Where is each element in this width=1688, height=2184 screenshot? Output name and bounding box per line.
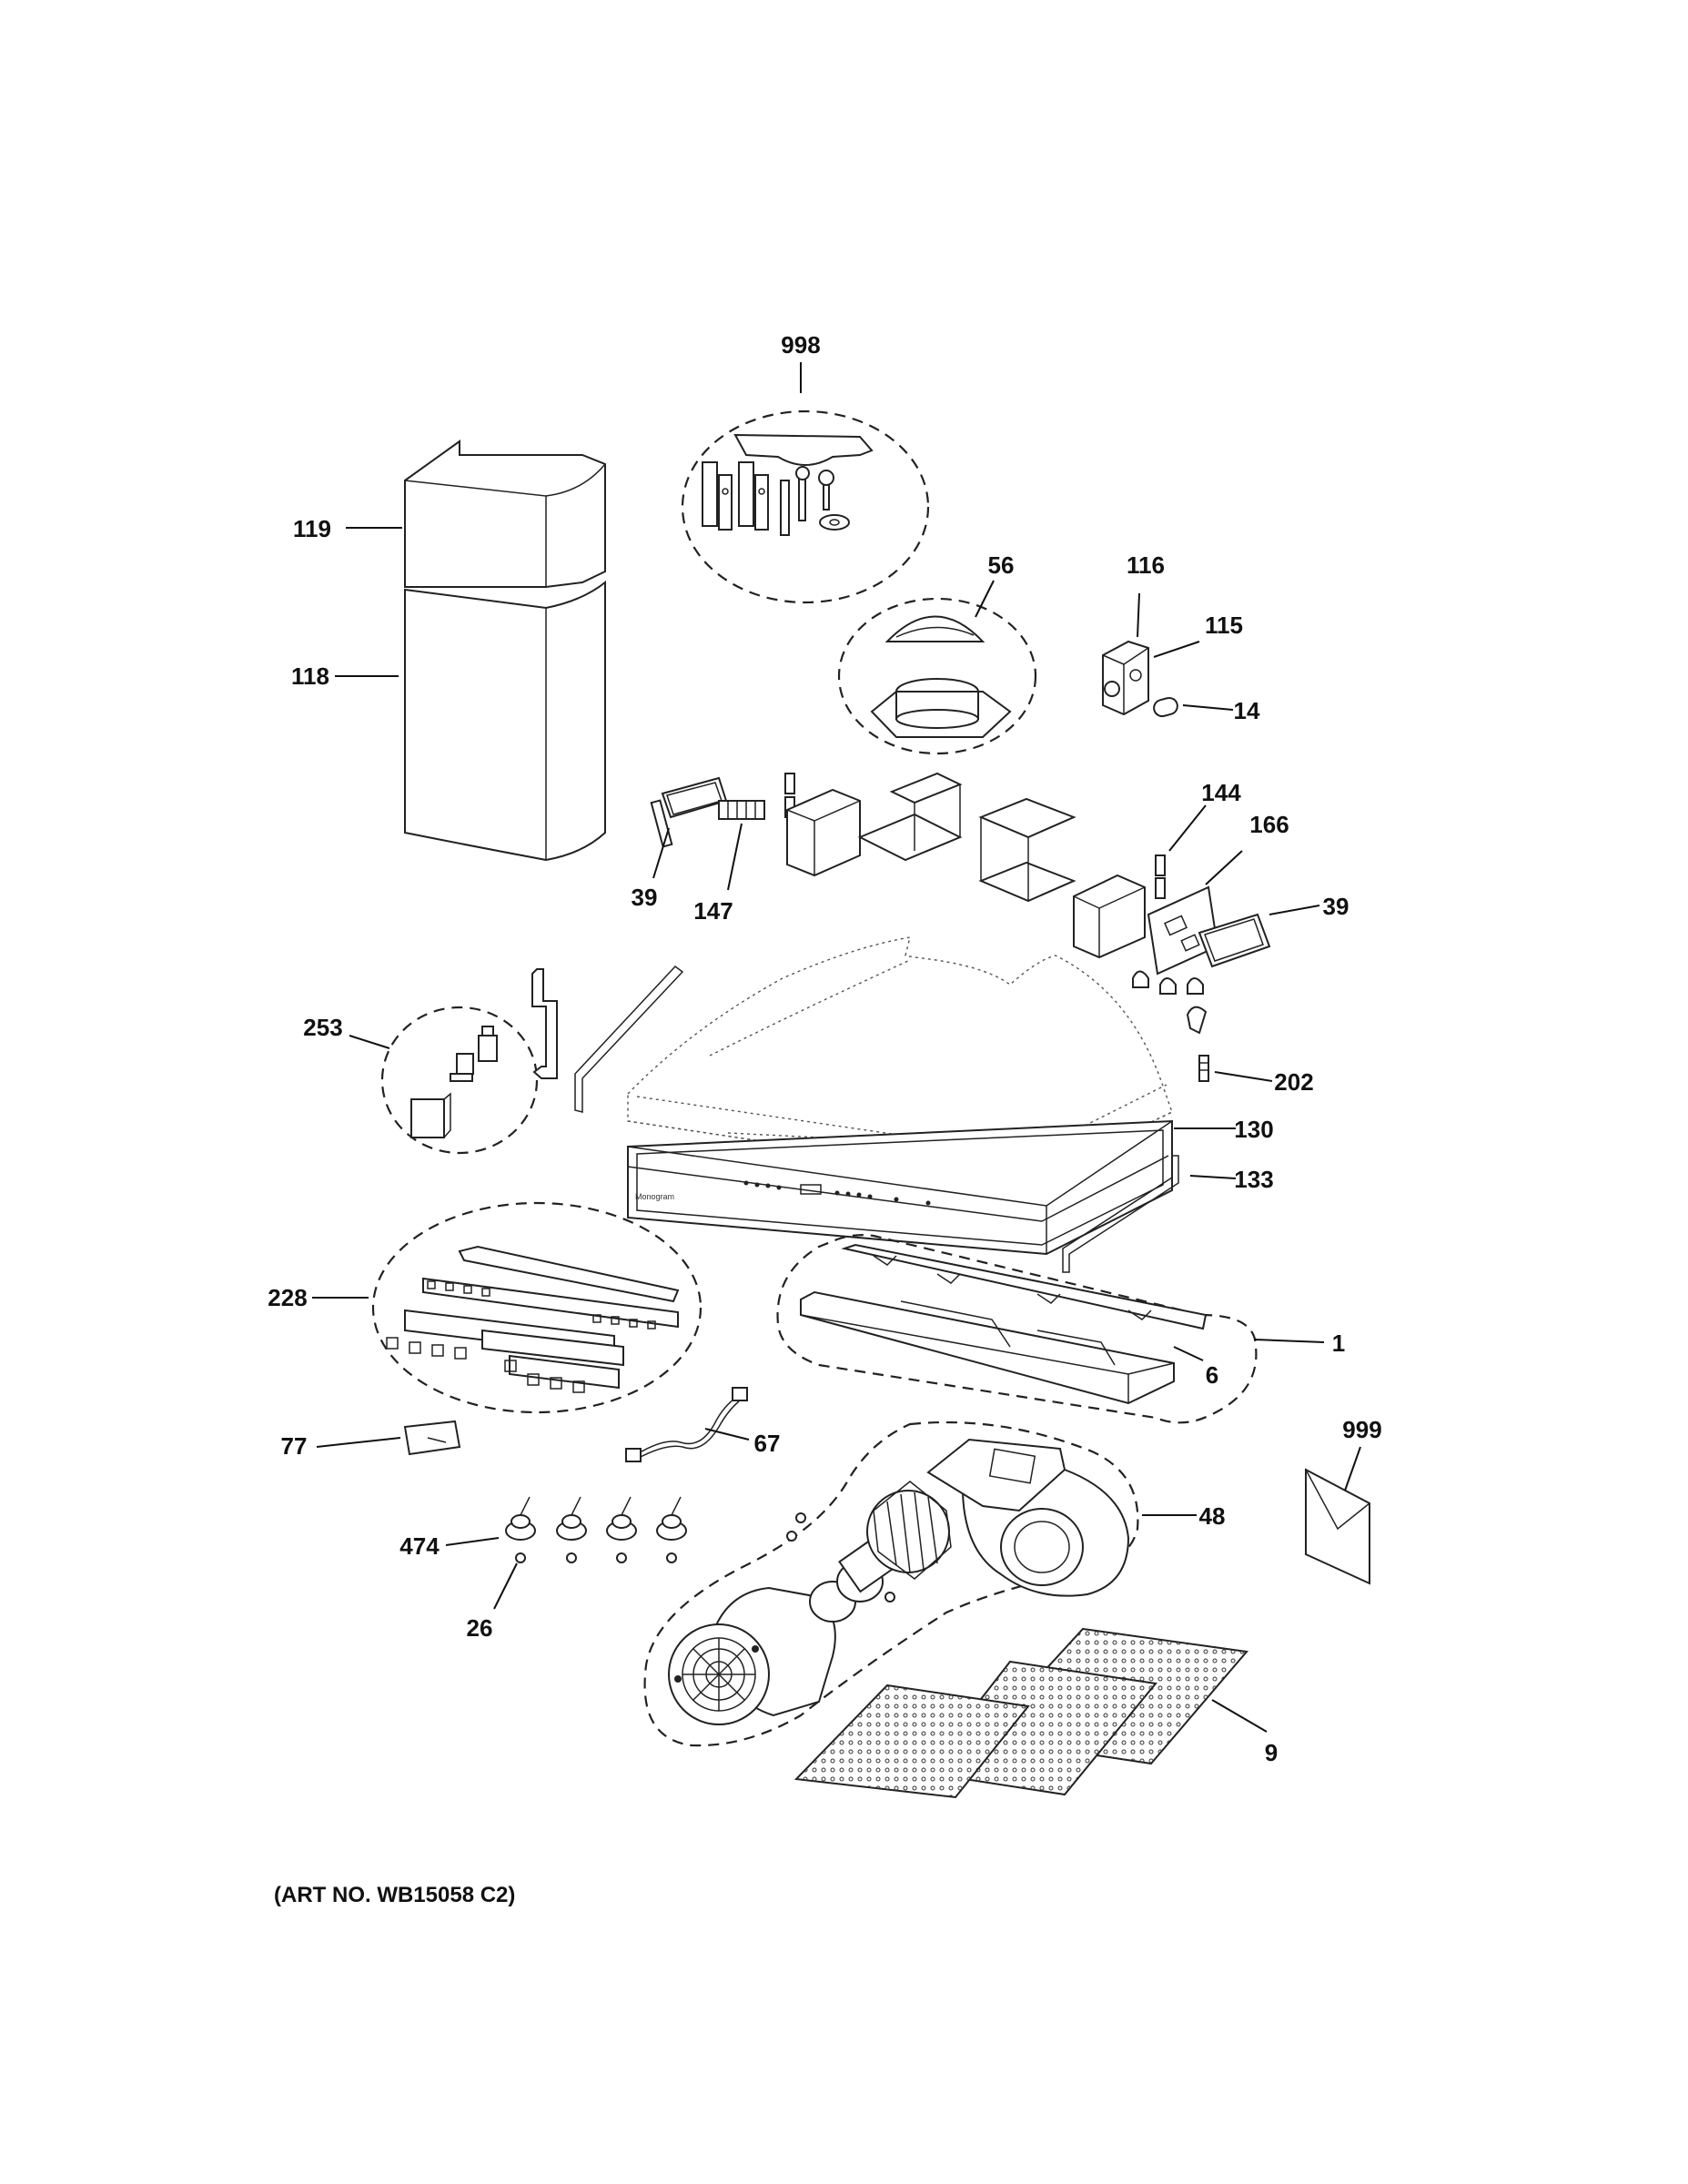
part-56-damper-assembly[interactable] (837, 597, 1037, 755)
part-67-wire-harness[interactable] (625, 1387, 748, 1462)
callout-253: 253 (303, 1014, 342, 1041)
callout-119: 119 (293, 515, 331, 542)
part-133-support-rod[interactable] (1062, 1155, 1179, 1273)
part-1-grease-trough[interactable] (776, 1234, 1258, 1424)
part-39-light-lens-left[interactable] (650, 776, 728, 848)
callout-144: 144 (1201, 779, 1241, 806)
part-130-hood-frame[interactable]: Monogram (627, 1119, 1173, 1256)
callout-202: 202 (1274, 1068, 1313, 1096)
callout-14: 14 (1234, 697, 1260, 724)
callout-6: 6 (1206, 1361, 1218, 1389)
part-474-light-sockets[interactable] (505, 1496, 687, 1541)
callout-147: 147 (693, 897, 733, 925)
callout-1: 1 (1332, 1330, 1345, 1357)
part-144-connector[interactable] (1155, 854, 1166, 899)
part-26-bulbs[interactable] (515, 1552, 677, 1563)
callout-133: 133 (1234, 1166, 1273, 1193)
callout-130: 130 (1234, 1116, 1273, 1143)
callout-998: 998 (781, 331, 820, 359)
part-9-grease-filters[interactable] (793, 1627, 1248, 1799)
part-116-terminal-block[interactable] (1102, 640, 1149, 716)
part-119-upper-duct-cover[interactable] (404, 440, 606, 588)
part-light-housing-right[interactable] (978, 797, 1146, 959)
callout-77: 77 (281, 1432, 308, 1460)
part-support-rod-left[interactable] (574, 965, 684, 1113)
part-202-switch[interactable] (1198, 1055, 1209, 1082)
callout-116: 116 (1127, 551, 1165, 579)
callout-56: 56 (988, 551, 1015, 579)
callout-999: 999 (1342, 1416, 1381, 1443)
part-14-capacitor[interactable] (1152, 696, 1179, 718)
callout-39-right: 39 (1323, 893, 1349, 920)
part-77-light-cover[interactable] (403, 1420, 461, 1456)
callout-9: 9 (1265, 1739, 1278, 1766)
callout-115: 115 (1205, 612, 1243, 639)
art-number-caption: (ART NO. WB15058 C2) (274, 1883, 515, 1907)
callout-26: 26 (467, 1614, 493, 1642)
part-147-terminal-strip[interactable] (718, 800, 765, 820)
callout-48: 48 (1199, 1502, 1226, 1530)
part-253-switch-assembly[interactable] (380, 968, 558, 1155)
brand-logo: Monogram (635, 1192, 674, 1201)
part-light-housing-left[interactable] (784, 772, 963, 877)
callout-228: 228 (268, 1284, 307, 1311)
part-228-light-strip-kit[interactable] (371, 1201, 702, 1414)
part-39-light-lens-right[interactable] (1198, 913, 1271, 968)
callout-166: 166 (1249, 811, 1289, 838)
part-clips[interactable] (1132, 970, 1208, 1035)
callout-118: 118 (291, 662, 329, 690)
callout-67: 67 (754, 1430, 781, 1457)
part-999-literature-envelope[interactable] (1305, 1468, 1370, 1585)
control-panel-buttons[interactable] (743, 1180, 931, 1206)
callout-474: 474 (399, 1532, 440, 1560)
part-118-lower-duct-cover[interactable] (404, 580, 606, 862)
part-48-blower-assembly[interactable] (643, 1421, 1139, 1747)
part-998-mounting-kit[interactable] (681, 410, 930, 604)
callout-39-left: 39 (632, 884, 658, 911)
